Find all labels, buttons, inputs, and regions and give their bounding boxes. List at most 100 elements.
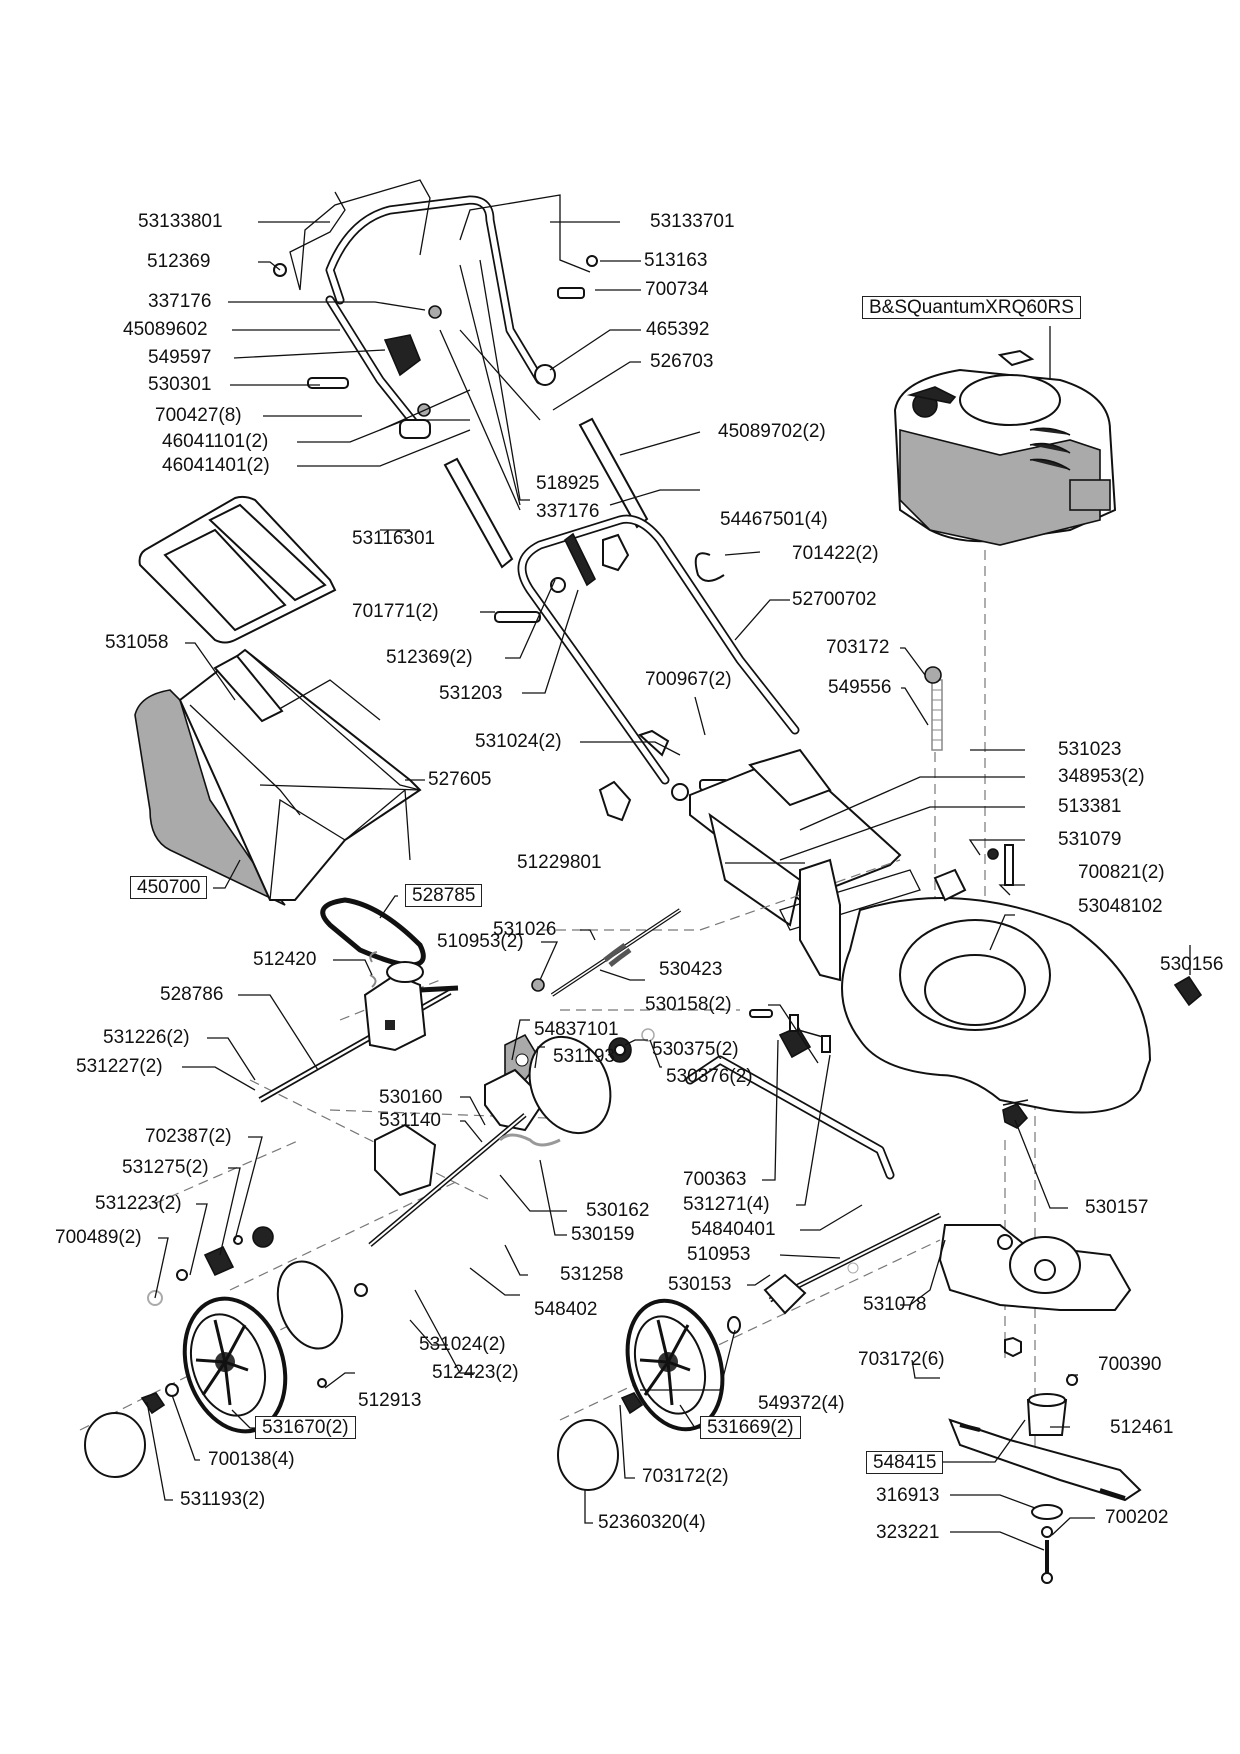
label-700734: 700734 [645, 279, 709, 300]
label-530156: 530156 [1160, 954, 1224, 975]
label-510953: 510953 [687, 1244, 751, 1265]
label-531193: 531193 [553, 1046, 615, 1067]
label-531193-2: 531193(2) [180, 1489, 266, 1510]
label-700390: 700390 [1098, 1354, 1162, 1375]
rear-deflector-drawing [689, 748, 921, 931]
label-700489: 700489(2) [55, 1227, 142, 1248]
label-702387: 702387(2) [145, 1126, 232, 1147]
engine-model-label: B&SQuantumXRQ60RS [862, 296, 1081, 319]
engine-drawing [893, 349, 1117, 546]
label-531223: 531223(2) [95, 1193, 182, 1214]
label-530153: 530153 [668, 1274, 732, 1295]
label-530162: 530162 [586, 1200, 650, 1221]
label-527605: 527605 [428, 769, 492, 790]
upper-hardware-drawing [273, 255, 649, 569]
label-531024-upper: 531024(2) [475, 731, 562, 752]
bag-cover-drawing [138, 495, 337, 644]
label-700363: 700363 [683, 1169, 747, 1190]
blade-assembly-drawing [938, 1224, 1142, 1584]
rear-pinion-drawing [147, 1226, 274, 1306]
leader-lines [146, 221, 1191, 1551]
label-46041401: 46041401(2) [162, 455, 270, 476]
gearbox-drawing [258, 951, 459, 1103]
label-51229801: 51229801 [517, 852, 602, 873]
label-531140: 531140 [379, 1110, 441, 1131]
label-700427: 700427(8) [155, 405, 242, 426]
label-701771: 701771(2) [352, 601, 439, 622]
label-700202: 700202 [1105, 1507, 1169, 1528]
label-53048102: 53048102 [1078, 896, 1163, 917]
label-531024-lower: 531024(2) [419, 1334, 506, 1355]
label-531271: 531271(4) [683, 1194, 770, 1215]
grass-catcher-drawing [134, 648, 422, 906]
label-512423: 512423(2) [432, 1362, 519, 1383]
label-53116301: 53116301 [352, 528, 436, 549]
label-348953: 348953(2) [1058, 766, 1145, 787]
label-703172-2: 703172(2) [642, 1466, 729, 1487]
label-531226: 531226(2) [103, 1027, 190, 1048]
label-54467501: 54467501(4) [720, 509, 828, 530]
label-52360320: 52360320(4) [598, 1512, 706, 1533]
label-548415: 548415 [866, 1451, 944, 1474]
label-531275: 531275(2) [122, 1157, 209, 1178]
label-530423: 530423 [659, 959, 723, 980]
label-531203: 531203 [439, 683, 503, 704]
label-528786: 528786 [160, 984, 224, 1005]
label-530376: 530376(2) [666, 1066, 753, 1087]
label-531079: 531079 [1058, 829, 1122, 850]
label-530157: 530157 [1085, 1197, 1149, 1218]
label-465392: 465392 [646, 319, 710, 340]
label-52700702: 52700702 [792, 589, 877, 610]
label-531078: 531078 [863, 1294, 927, 1315]
label-531026: 531026 [493, 919, 557, 940]
label-701422: 701422(2) [792, 543, 879, 564]
label-531023: 531023 [1058, 739, 1122, 760]
label-512420: 512420 [253, 949, 317, 970]
label-526703: 526703 [650, 351, 714, 372]
label-531258: 531258 [560, 1264, 624, 1285]
label-513381: 513381 [1058, 796, 1122, 817]
label-531670: 531670(2) [255, 1416, 356, 1439]
label-531227: 531227(2) [76, 1056, 163, 1077]
label-54840401: 54840401 [691, 1219, 776, 1240]
height-spring-drawing [924, 666, 943, 751]
label-549597: 549597 [148, 347, 212, 368]
label-700821: 700821(2) [1078, 862, 1165, 883]
label-530301: 530301 [148, 374, 212, 395]
label-323221: 323221 [876, 1522, 940, 1543]
label-53133701: 53133701 [650, 211, 735, 232]
label-549556: 549556 [828, 677, 892, 698]
label-337176-lower: 337176 [536, 501, 600, 522]
label-513163: 513163 [644, 250, 708, 271]
label-316913: 316913 [876, 1485, 940, 1506]
label-53133801: 53133801 [138, 211, 223, 232]
label-518925: 518925 [536, 473, 600, 494]
label-54837101: 54837101 [534, 1019, 619, 1040]
label-45089702: 45089702(2) [718, 421, 826, 442]
label-703172-6: 703172(6) [858, 1349, 945, 1370]
label-700138: 700138(4) [208, 1449, 295, 1470]
label-531669: 531669(2) [700, 1416, 801, 1439]
label-528785: 528785 [405, 884, 483, 907]
label-337176-top: 337176 [148, 291, 212, 312]
lower-handle-drawing [494, 514, 800, 822]
label-510953-2: 510953(2) [437, 931, 524, 952]
label-549372: 549372(4) [758, 1393, 845, 1414]
wheel-cover-drawing [84, 1260, 619, 1491]
height-adjust-bar-drawing [685, 1009, 942, 1315]
label-530375: 530375(2) [652, 1039, 739, 1060]
label-512461: 512461 [1110, 1417, 1174, 1438]
label-512369: 512369 [147, 251, 211, 272]
label-450700: 450700 [130, 876, 208, 899]
label-530159: 530159 [571, 1224, 635, 1245]
label-512913: 512913 [358, 1390, 422, 1411]
drive-belt-drawing [320, 897, 426, 968]
upper-handle-drawing [289, 179, 591, 435]
label-530160: 530160 [379, 1087, 443, 1108]
label-531058: 531058 [105, 632, 169, 653]
label-530158: 530158(2) [645, 994, 732, 1015]
cable-drawing [531, 908, 682, 997]
front-wheel-drawing [620, 1298, 741, 1432]
